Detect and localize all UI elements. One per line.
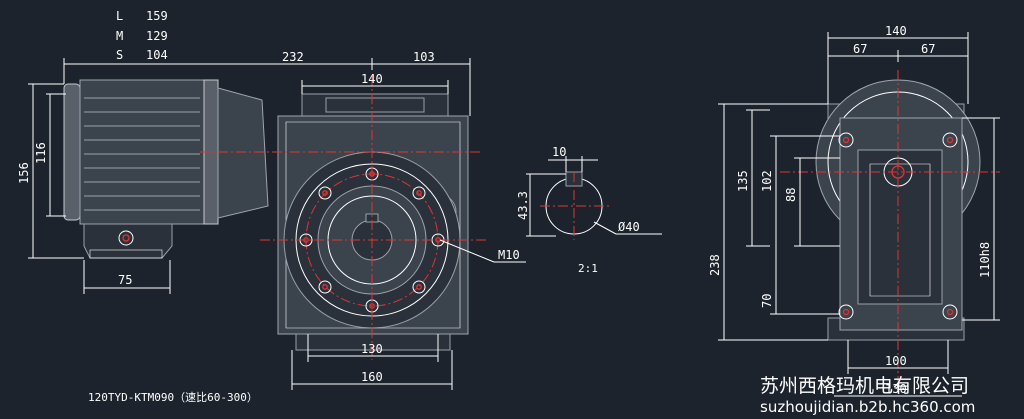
dim-140-front: 140 — [361, 72, 383, 86]
spec-table: L 159 M 129 S 104 — [116, 9, 168, 62]
motor-foot-plate — [89, 249, 163, 259]
gearbox-bottom-boss — [295, 333, 451, 351]
motor-housing — [79, 79, 205, 225]
terminal-box-icon — [118, 230, 134, 246]
thread-label-m10: M10 — [498, 248, 520, 262]
bolt-hole — [318, 186, 332, 200]
watermark-url: suzhoujidian.b2b.hc360.com — [760, 398, 975, 416]
gearbox-front-view — [200, 76, 486, 360]
dim-130-side: 130 — [885, 382, 907, 396]
spec-key-l: L — [116, 9, 123, 23]
side-housing-face — [857, 149, 943, 305]
motor-end-cap — [63, 83, 81, 221]
dim-130-front: 130 — [361, 342, 383, 356]
dim-70: 70 — [760, 294, 774, 308]
spec-value-l: 159 — [146, 9, 168, 23]
mount-hole — [942, 304, 958, 320]
front-dimensions: 232 103 140 156 116 75 130 160 M10 — [17, 50, 526, 390]
mount-hole — [838, 132, 854, 148]
dim-75: 75 — [118, 273, 132, 287]
side-mount-holes — [838, 132, 958, 320]
dim-232: 232 — [282, 50, 304, 64]
terminal-box-center — [122, 234, 130, 242]
dim-key-width: 10 — [552, 145, 566, 159]
dim-diameter: Ø40 — [618, 220, 640, 234]
dim-key-height: 43.3 — [516, 191, 530, 220]
detail-scale: 2:1 — [578, 262, 598, 275]
motor-cooling-fins — [84, 97, 200, 211]
company-watermark: 苏州西格玛机电有限公司 suzhoujidian.b2b.hc360.com — [760, 375, 975, 416]
model-caption: 120TYD-KTM090（速比60-300） — [88, 391, 258, 404]
dim-103: 103 — [413, 50, 435, 64]
spec-value-s: 104 — [146, 48, 168, 62]
dim-67-left: 67 — [853, 42, 867, 56]
bolt-hole — [412, 186, 426, 200]
side-dimensions: 140 67 67 238 135 102 88 70 110h8 — [708, 24, 1000, 397]
dim-116: 116 — [34, 142, 48, 164]
dim-238: 238 — [708, 254, 722, 276]
dim-67-right: 67 — [921, 42, 935, 56]
mount-hole — [942, 132, 958, 148]
dim-140-side: 140 — [885, 24, 907, 38]
motor-adapter — [217, 87, 269, 219]
mount-hole — [838, 304, 854, 320]
gearbox-side-view — [780, 70, 1000, 382]
spec-key-m: M — [116, 29, 123, 43]
dim-88: 88 — [784, 188, 798, 202]
spec-key-s: S — [116, 48, 123, 62]
dim-102: 102 — [760, 170, 774, 192]
dim-156: 156 — [17, 162, 31, 184]
gearbox-top-boss-inner — [325, 97, 425, 113]
dim-160: 160 — [361, 370, 383, 384]
shaft-detail: 10 43.3 Ø40 2:1 — [516, 145, 662, 275]
bolt-hole — [318, 280, 332, 294]
motor-body — [63, 79, 269, 259]
dim-110h8: 110h8 — [978, 242, 992, 278]
watermark-company: 苏州西格玛机电有限公司 — [760, 375, 969, 397]
bolt-hole — [412, 280, 426, 294]
dim-100: 100 — [885, 354, 907, 368]
dim-135: 135 — [736, 170, 750, 192]
spec-value-m: 129 — [146, 29, 168, 43]
